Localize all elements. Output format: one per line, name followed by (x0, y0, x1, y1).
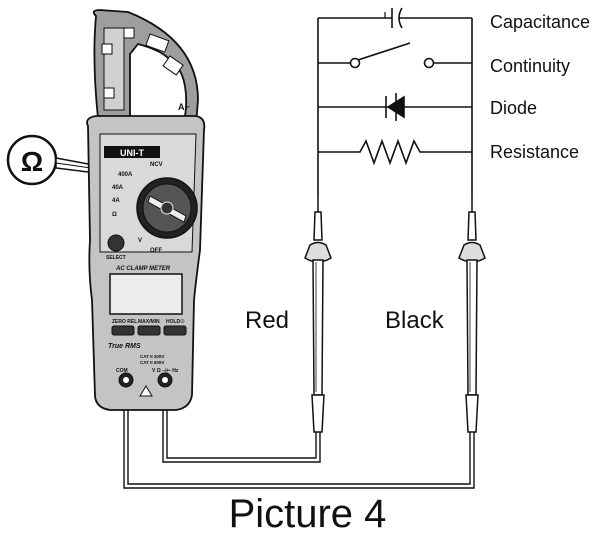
zero-rel-button[interactable] (111, 325, 135, 336)
label-continuity: Continuity (490, 56, 570, 76)
ncv-label: NCV (150, 162, 163, 168)
label-black: Black (385, 307, 445, 334)
range-40a: 40A (112, 185, 124, 191)
select-label: SELECT (106, 255, 126, 261)
function-buttons: ZERO REL MAX/MIN HOLD☉ (111, 319, 187, 336)
zero-rel-label: ZERO REL (112, 319, 137, 325)
true-rms-label: True RMS (108, 343, 141, 350)
label-resistance: Resistance (490, 142, 579, 162)
lcd-display (109, 273, 183, 315)
select-button[interactable] (107, 234, 125, 252)
hold-label: HOLD☉ (166, 319, 185, 325)
hold-button[interactable] (163, 325, 187, 336)
figure-caption: Picture 4 (228, 492, 387, 536)
max-min-label: MAX/MIN (138, 319, 160, 325)
diode-symbol (318, 93, 472, 121)
range-ohm: Ω (112, 212, 117, 218)
label-red: Red (245, 307, 289, 334)
brand-logo: UNI-T (120, 148, 144, 158)
range-4a: 4A (112, 198, 120, 204)
switch-symbol (318, 42, 472, 69)
red-probe (304, 198, 332, 433)
range-off: OFF (150, 248, 162, 254)
warning-icon (139, 385, 153, 397)
jaw-cat-badge (145, 33, 170, 53)
com-label: COM (116, 368, 128, 374)
red-lead-wire (162, 380, 321, 463)
clamp-a-label: A~ (178, 102, 190, 112)
rotary-selector[interactable] (136, 177, 198, 239)
jaw-mark-icon (123, 27, 135, 39)
range-v: V (138, 238, 142, 244)
range-400a: 400A (118, 172, 133, 178)
test-lead-wires (123, 380, 475, 489)
cat-rating-2: CAT II 600V (140, 360, 164, 365)
model-label: AC CLAMP METER (115, 266, 171, 272)
label-diode: Diode (490, 98, 537, 118)
input-label: V Ω ⊣⊢ Hz (152, 366, 179, 374)
brand-plate (104, 146, 160, 158)
ohm-icon: Ω (21, 146, 43, 177)
component-ladder (317, 7, 473, 198)
label-capacitance: Capacitance (490, 12, 590, 32)
max-min-button[interactable] (137, 325, 161, 336)
capacitor-symbol (318, 7, 472, 29)
black-lead-wire (123, 380, 475, 489)
cat-rating-1: CAT II 300V (140, 354, 164, 359)
black-probe (458, 198, 486, 433)
clamp-meter: A~ UNI-T NCV 400A 40A 4A Ω V OFF SELECT … (86, 9, 206, 411)
resistor-symbol (318, 138, 472, 166)
